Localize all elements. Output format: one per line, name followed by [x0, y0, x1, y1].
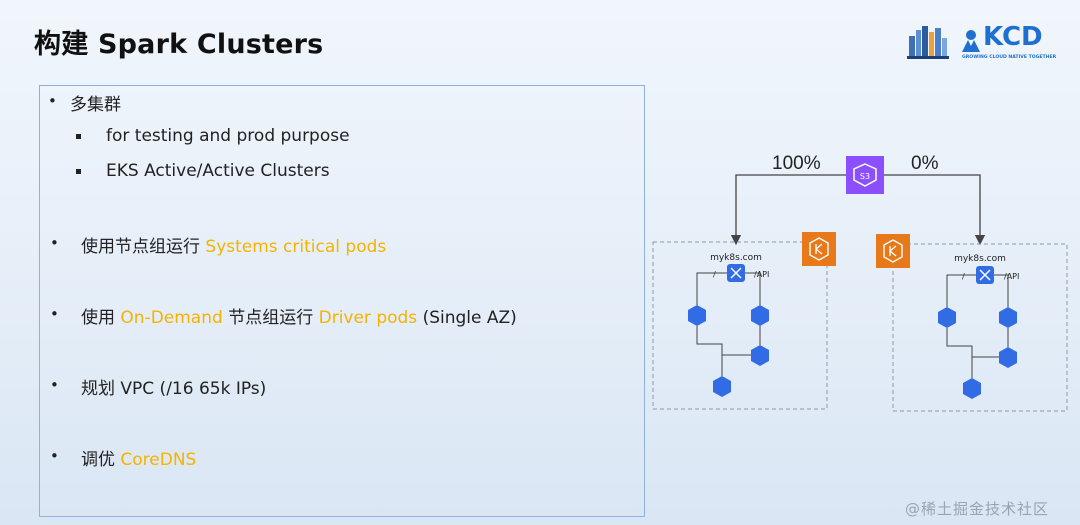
right-cluster-frame [892, 243, 1068, 412]
sub-bullet-testing: for testing and prod purpose [106, 126, 350, 146]
pod-icon [999, 347, 1017, 368]
eks-icon-left [802, 232, 836, 266]
kcd-logo: KCD GROWING CLOUD NATIVE TOGETHER [960, 22, 1060, 64]
pod-icon [751, 345, 769, 366]
bullet-dot: • [48, 92, 57, 110]
sub-bullet-square [76, 134, 81, 139]
path-root-label: / [713, 270, 716, 279]
service-icon [751, 305, 769, 326]
bullet-coredns: 调优 CoreDNS [81, 450, 197, 470]
right-cluster-domain: myk8s.com [954, 254, 1006, 264]
pod-icon [713, 376, 731, 397]
left-traffic-percent: 100% [772, 153, 821, 174]
service-icon [999, 307, 1017, 328]
routing-lines [730, 174, 986, 246]
bullet-multi-cluster: 多集群 [70, 95, 121, 115]
path-api-label: /API [754, 270, 769, 279]
eks-icon-right [876, 234, 910, 268]
bullet-vpc: 规划 VPC (/16 65k IPs) [81, 379, 267, 399]
s3-icon: S3 [846, 156, 884, 194]
sub-bullet-square [76, 169, 81, 174]
left-cluster-domain: myk8s.com [710, 253, 762, 263]
watermark: @稀土掘金技术社区 [905, 500, 1050, 518]
slide-title: 构建 Spark Clusters [34, 29, 324, 60]
right-traffic-percent: 0% [911, 153, 939, 174]
left-cluster-topology: / /API [688, 264, 769, 397]
kcd-logo-tagline: GROWING CLOUD NATIVE TOGETHER [962, 55, 1057, 60]
city-skyline-logo [905, 22, 951, 62]
pod-icon [963, 378, 981, 399]
bullet-systems-pods: 使用节点组运行 Systems critical pods [81, 237, 387, 257]
s3-label: S3 [860, 172, 870, 181]
sub-bullet-eks: EKS Active/Active Clusters [106, 161, 330, 181]
bullet-driver-pods: 使用 On-Demand 节点组运行 Driver pods (Single A… [81, 308, 517, 328]
bullet-list-box [39, 85, 645, 517]
service-icon [688, 305, 706, 326]
path-api-label: /API [1004, 272, 1019, 281]
bullet-dot: • [50, 234, 59, 252]
bullet-dot: • [50, 447, 59, 465]
kcd-logo-text: KCD [983, 22, 1043, 52]
kcd-mark-icon [962, 30, 980, 52]
bullet-dot: • [50, 305, 59, 323]
service-icon [938, 307, 956, 328]
right-cluster-topology: / /API [938, 266, 1019, 399]
path-root-label: / [962, 272, 965, 281]
bullet-dot: • [50, 376, 59, 394]
left-cluster-frame [652, 241, 828, 410]
